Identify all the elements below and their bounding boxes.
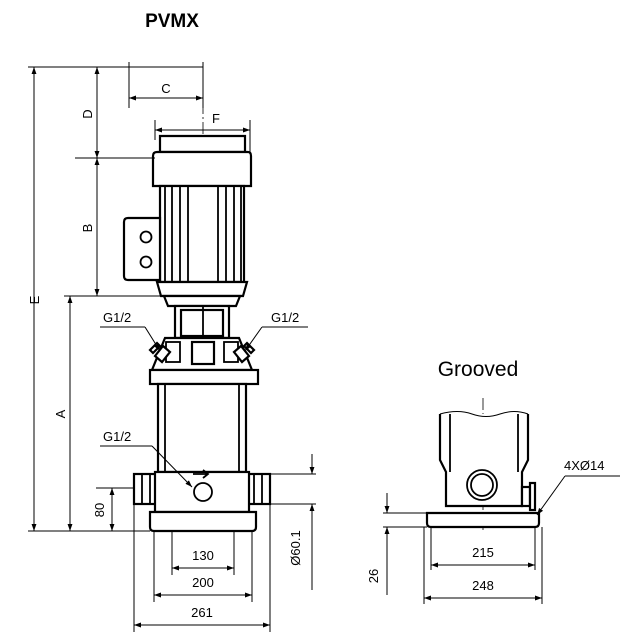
main-dimensions: E D B A 80 C F Ø60.1 [27,62,316,632]
hole-label: 4XØ14 [564,458,604,473]
dim-B-label: B [80,224,95,233]
port-right-label: G1/2 [271,310,299,325]
grooved-inlet-port [466,469,498,501]
port-callouts: G1/2 G1/2 G1/2 [100,310,308,488]
dim-215-label: 215 [472,545,494,560]
pump-column [156,382,248,474]
motor-terminal-box [122,216,162,282]
dim-D-label: D [80,109,95,118]
dim-C-label: C [161,81,170,96]
dim-130-label: 130 [192,548,214,563]
grooved-base [425,511,541,529]
pump-front-view [122,62,272,533]
dim-80-label: 80 [92,503,107,517]
port-left-label: G1/2 [103,310,131,325]
motor-body [151,150,253,298]
dim-200-label: 200 [192,575,214,590]
grooved-housing [438,414,530,508]
drawing-title: PVMX [145,11,199,32]
dim-diameter-label: Ø60.1 [288,530,303,565]
dim-248-label: 248 [472,578,494,593]
motor-fan-cap [158,134,247,154]
dim-E-label: E [27,295,42,304]
grooved-title: Grooved [438,358,519,381]
dim-F-label: F [212,111,220,126]
dim-261-label: 261 [191,605,213,620]
pump-coupling [150,294,254,372]
grooved-view: Grooved 4XØ14 26 215 248 [366,358,620,604]
dim-A-label: A [53,409,68,418]
port-lower-label: G1/2 [103,429,131,444]
pump-base [148,469,258,533]
dim-26-label: 26 [366,569,381,583]
pump-head-plate [148,368,260,386]
